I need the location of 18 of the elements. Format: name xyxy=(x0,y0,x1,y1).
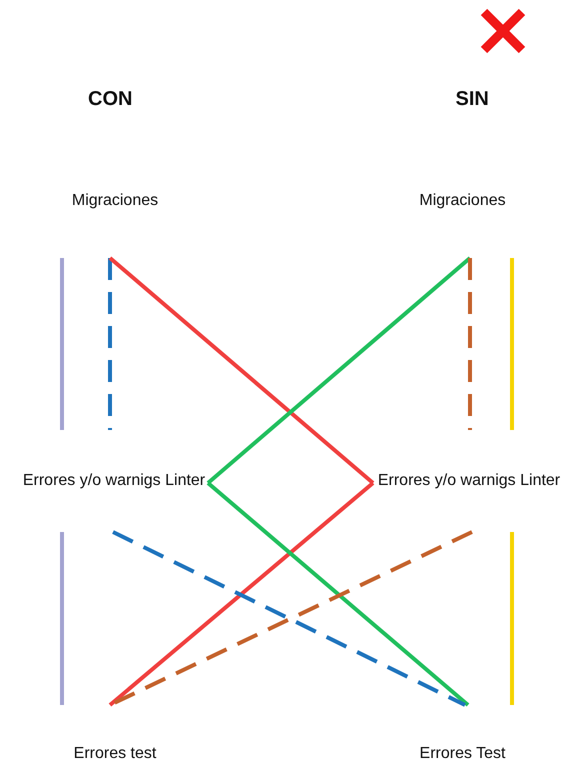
node-label: Migraciones xyxy=(419,191,506,211)
column-heading: CON xyxy=(88,88,132,111)
line xyxy=(206,481,470,707)
line xyxy=(510,532,514,705)
line xyxy=(510,258,514,430)
column-heading: SIN xyxy=(456,88,489,111)
line xyxy=(206,256,472,485)
node-label: Errores Test xyxy=(420,744,506,764)
line xyxy=(60,258,64,430)
node-label: Migraciones xyxy=(72,191,158,211)
dashed-line xyxy=(468,258,472,430)
line xyxy=(108,256,374,485)
node-label: Errores y/o warnigs Linter xyxy=(378,471,560,491)
node-label: Errores test xyxy=(74,744,156,764)
line xyxy=(60,532,64,705)
node-label: Errores y/o warnigs Linter xyxy=(22,471,206,491)
line xyxy=(108,481,374,707)
dashed-line xyxy=(108,258,112,430)
